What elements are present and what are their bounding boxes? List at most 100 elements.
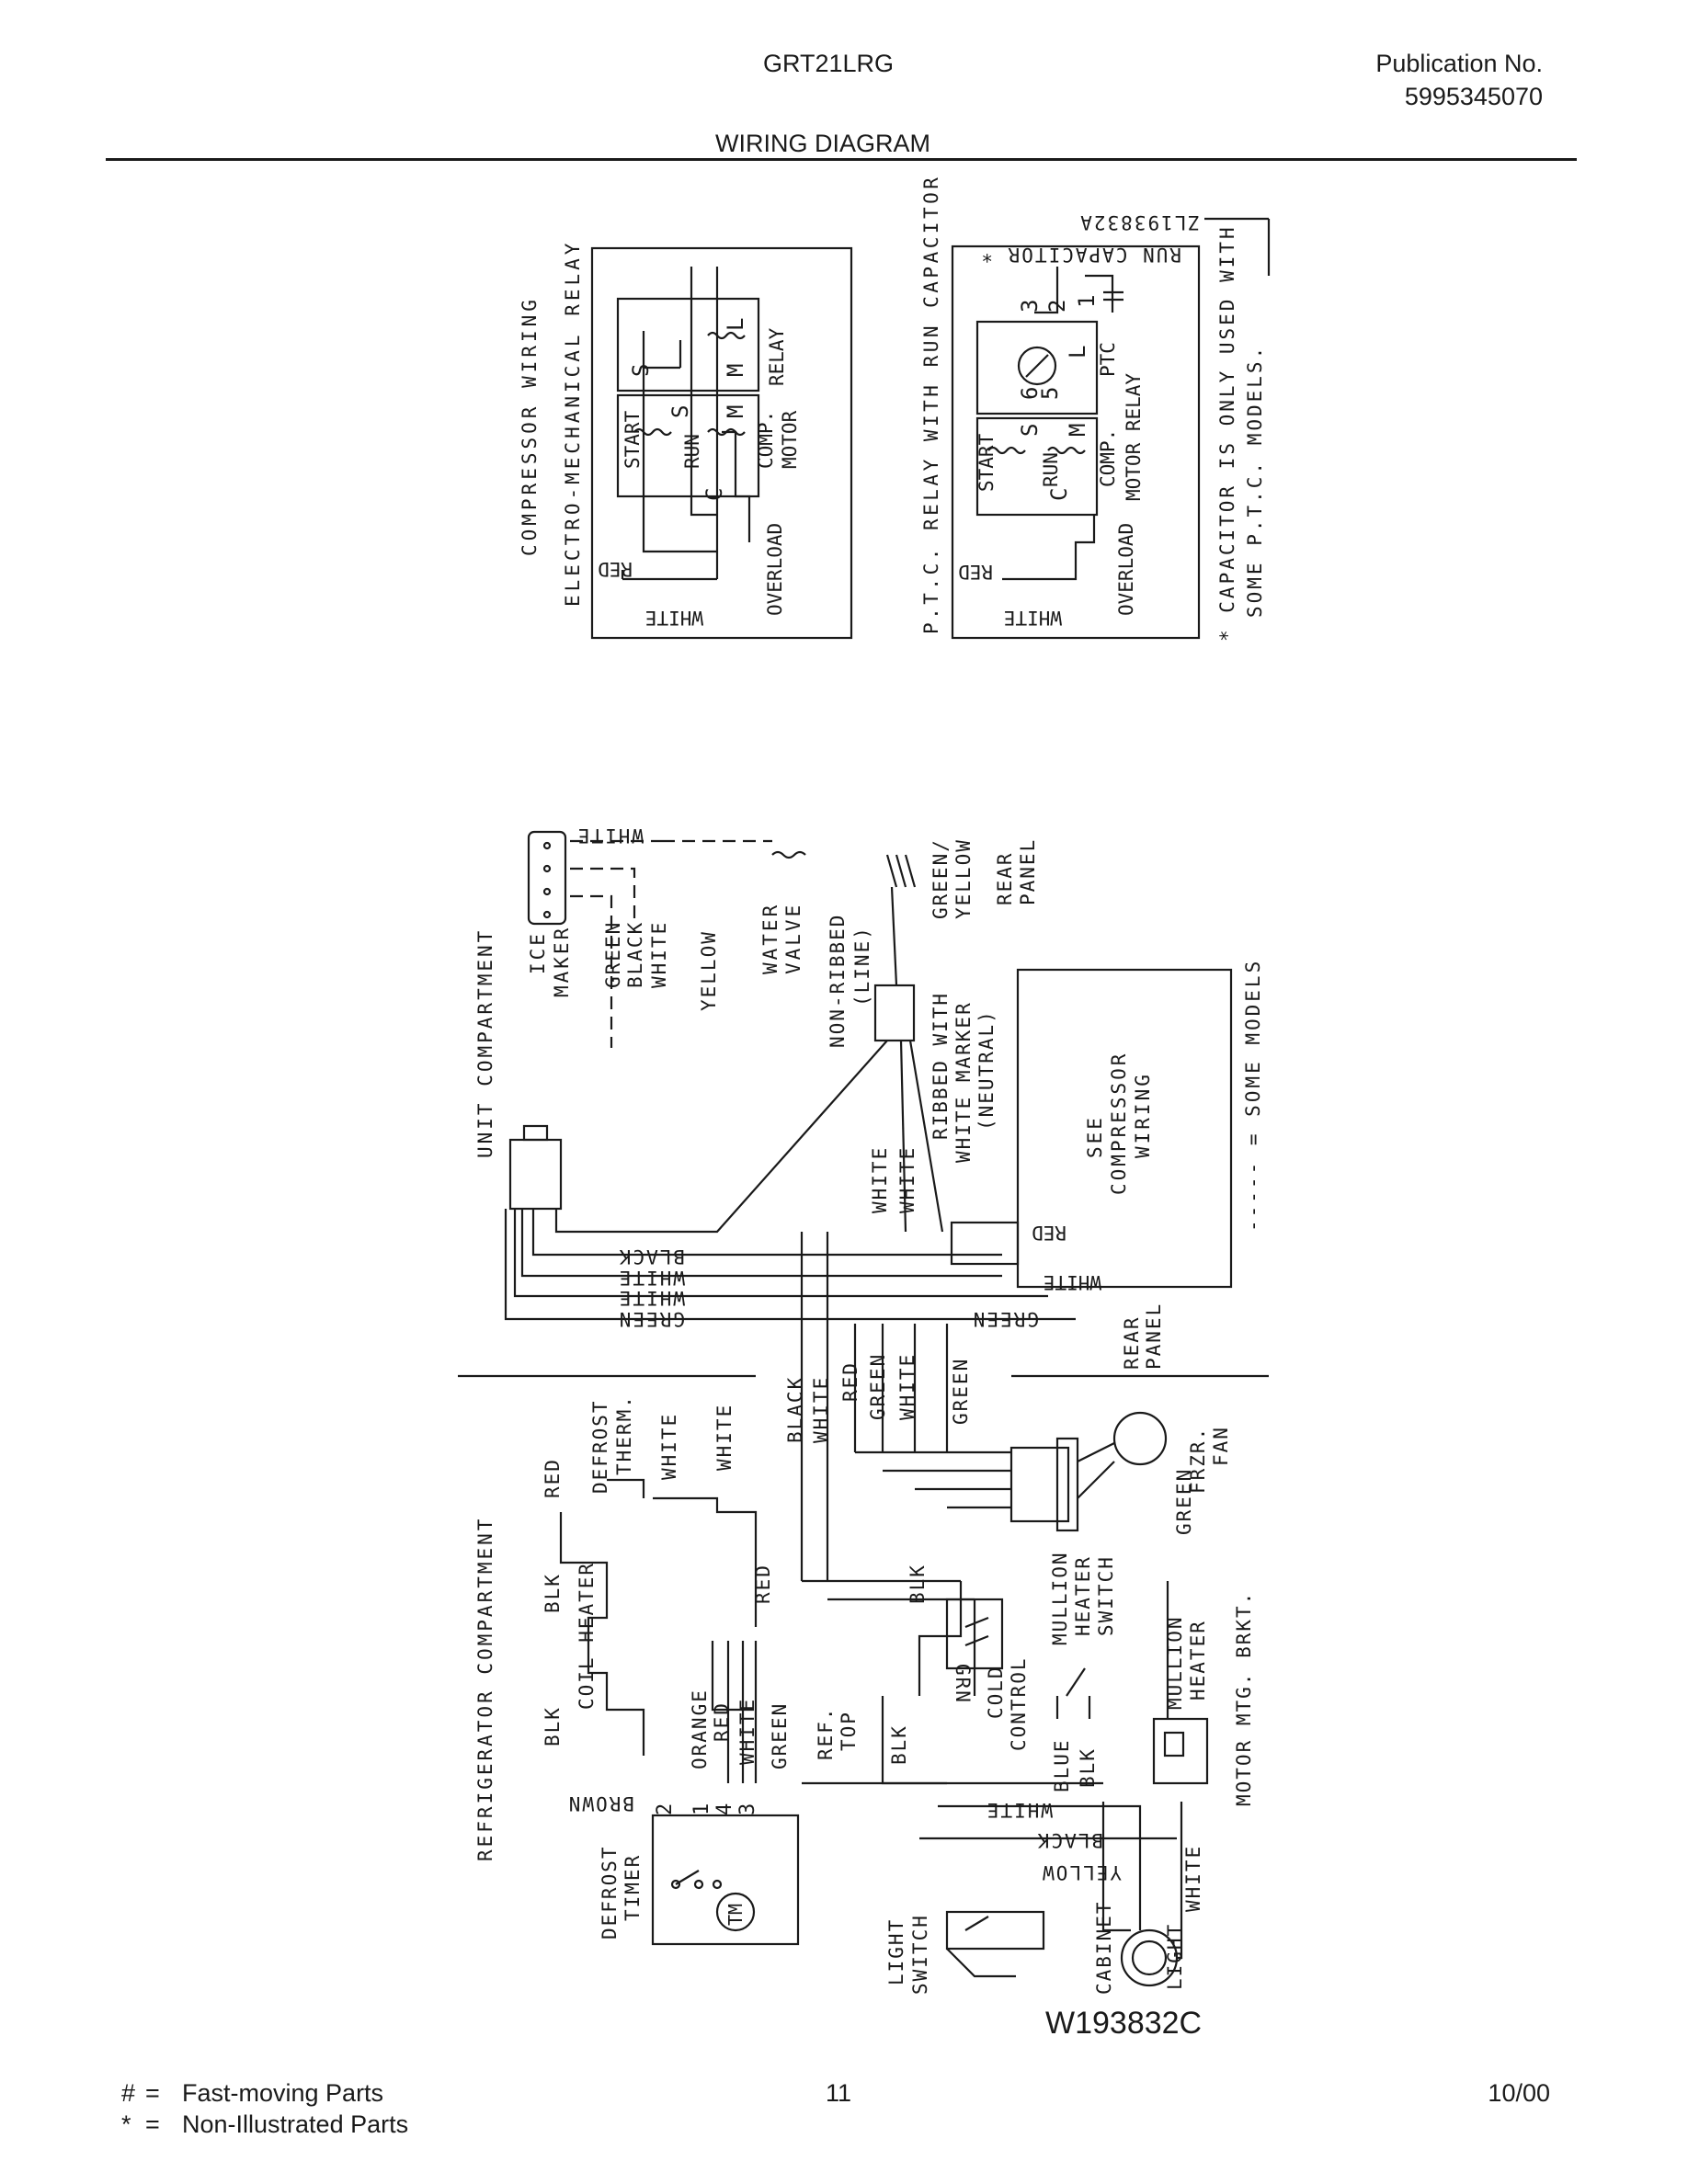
ptc-n5: 5: [1037, 387, 1063, 400]
legend-fast-moving: # = Fast-moving Parts: [121, 2081, 383, 2106]
ptc-note1: * CAPACITOR IS ONLY USED WITH: [1216, 224, 1238, 642]
refrigerator-compartment-label: REFRIGERATOR COMPARTMENT: [474, 1517, 496, 1861]
compressor-box: [950, 968, 1233, 1289]
rc-blue: BLUE: [1051, 1738, 1073, 1792]
model-number: GRT21LRG: [763, 50, 895, 77]
bus-white-2: WHITE: [896, 1146, 918, 1213]
h-black: BLACK: [618, 1246, 685, 1268]
page-number: 11: [826, 2079, 852, 2107]
ptc-note2: SOME P.T.C. MODELS.: [1244, 345, 1266, 618]
im-green: GREEN: [602, 921, 624, 988]
ptc-c: C: [1046, 488, 1072, 501]
panel-label-1: PANEL: [1017, 838, 1039, 905]
light-switch-2: SWITCH: [909, 1914, 931, 1995]
legend-text-fast-moving: Fast-moving Parts: [182, 2079, 384, 2107]
rc-red-2: RED: [711, 1701, 733, 1742]
cabinet-light: [919, 1802, 1183, 1987]
im-white: WHITE: [648, 921, 670, 988]
legend-symbol-hash: #: [121, 2079, 136, 2107]
mullion-switch-1: MULLION: [1049, 1551, 1071, 1645]
em-white: WHITE: [645, 607, 703, 629]
publication-label: Publication No.: [1375, 50, 1543, 77]
ptc-title: P.T.C. RELAY WITH RUN CAPACITOR: [920, 175, 942, 634]
ice-maker: [527, 830, 806, 1048]
harness-wires: [504, 854, 1076, 1321]
rear-label-2: REAR: [1121, 1315, 1143, 1370]
rc-red-1: RED: [542, 1458, 564, 1498]
ptc-compressor-box: [951, 217, 1271, 640]
defrost-timer-2: TIMER: [622, 1854, 644, 1921]
rc-black: BLACK: [1036, 1829, 1103, 1851]
non-ribbed-label: NON-RIBBED: [827, 914, 849, 1048]
legend-symbol-star: *: [121, 2110, 131, 2138]
bus-labels: BLACK WHITE RED GREEN WHITE GREEN: [784, 1353, 972, 1443]
bus-green-2: GREEN: [950, 1358, 972, 1425]
motor-mtg-label: MOTOR MTG. BRKT.: [1233, 1591, 1255, 1806]
rc-red-3: RED: [752, 1564, 774, 1604]
unit-connector: [508, 984, 916, 1211]
em-s2: S: [628, 364, 654, 377]
ptc-coils: [987, 446, 1086, 455]
ptc-comp: COMP.: [1097, 429, 1119, 487]
n3-label: 3: [736, 1803, 759, 1815]
freezer-fan: [1009, 1411, 1168, 1532]
top-label: TOP: [838, 1711, 860, 1751]
rc-blk-2: BLK: [542, 1706, 564, 1746]
frzr-label: FRZR.: [1187, 1427, 1209, 1494]
legend-text-non-illustrated: Non-Illustrated Parts: [182, 2110, 409, 2138]
fan-label: FAN: [1210, 1426, 1232, 1466]
em-s1: S: [667, 405, 693, 418]
ref-label: REF.: [815, 1706, 837, 1760]
em-relay: RELAY: [766, 327, 788, 386]
em-labels: COMPRESSOR WIRING ELECTRO-MECHANICAL REL…: [519, 240, 801, 629]
revision-date: 10/00: [1488, 2079, 1550, 2107]
rc-blk-4: BLK: [907, 1564, 929, 1604]
legend-non-illustrated: * = Non-Illustrated Parts: [121, 2112, 408, 2137]
page-title: WIRING DIAGRAM: [715, 130, 930, 157]
em-c: C: [701, 488, 727, 501]
compressor-label: COMPRESSOR: [1108, 1052, 1130, 1195]
defrost-therm-2: THERM.: [613, 1394, 635, 1475]
comp-red: RED: [1032, 1222, 1066, 1244]
em-comp: COMP.: [755, 411, 777, 469]
neutral-label: (NEUTRAL): [975, 1009, 998, 1131]
refrigerator-labels: REFRIGERATOR COMPARTMENT RED DEFROST THE…: [474, 1394, 1255, 1995]
em-overload: OVERLOAD: [764, 523, 786, 616]
ptc-overload: OVERLOAD: [1115, 523, 1137, 616]
bus-white-1: WHITE: [869, 1146, 891, 1213]
ribbed-label-2: WHITE MARKER: [952, 1001, 975, 1163]
mullion-heater-1: MULLION: [1164, 1615, 1186, 1710]
rc-white-2: WHITE: [713, 1404, 736, 1471]
rear-label-1: REAR: [994, 851, 1016, 905]
ribbed-label-1: RIBBED WITH: [930, 992, 952, 1140]
legend-equals: =: [145, 2110, 160, 2138]
rc-white-1: WHITE: [658, 1413, 680, 1480]
some-models-label: ----- = SOME MODELS: [1242, 959, 1264, 1232]
defrost-timer: [651, 1814, 800, 1946]
mullion-switch-3: SWITCH: [1095, 1555, 1117, 1636]
h-white-2: WHITE: [618, 1287, 685, 1309]
tm-label: TM: [724, 1904, 747, 1926]
ice-label: ICE: [527, 931, 549, 974]
ptc-start: START: [975, 433, 998, 492]
im-black: BLACK: [624, 921, 646, 988]
ptc-m: M: [1065, 424, 1090, 437]
rc-yellow: YELLOW: [1041, 1861, 1122, 1883]
ptc-n6: 6: [1017, 387, 1043, 400]
ptc-white: WHITE: [1004, 607, 1062, 629]
ptc-run-capacitor: RUN CAPACITOR *: [979, 244, 1181, 266]
ptc-labels: P.T.C. RELAY WITH RUN CAPACITOR START RU…: [920, 175, 1266, 642]
drawing-number: W193832C: [1045, 2006, 1202, 2041]
legend-equals: =: [145, 2079, 160, 2107]
vertical-bus: [800, 1232, 1011, 1581]
em-compressor-box: [590, 246, 853, 640]
defrost-timer-1: DEFROST: [599, 1845, 621, 1939]
em-title1: COMPRESSOR WIRING: [519, 296, 541, 556]
comp-white: WHITE: [1044, 1271, 1101, 1293]
green-yellow-1: GREEN/: [930, 838, 952, 919]
green-yellow-2: YELLOW: [952, 838, 975, 919]
mullion-heater: [1152, 1581, 1209, 1785]
bus-green-1: GREEN: [867, 1353, 889, 1420]
bus-white-3: WHITE: [810, 1376, 832, 1443]
defrost-therm-1: DEFROST: [589, 1399, 611, 1494]
